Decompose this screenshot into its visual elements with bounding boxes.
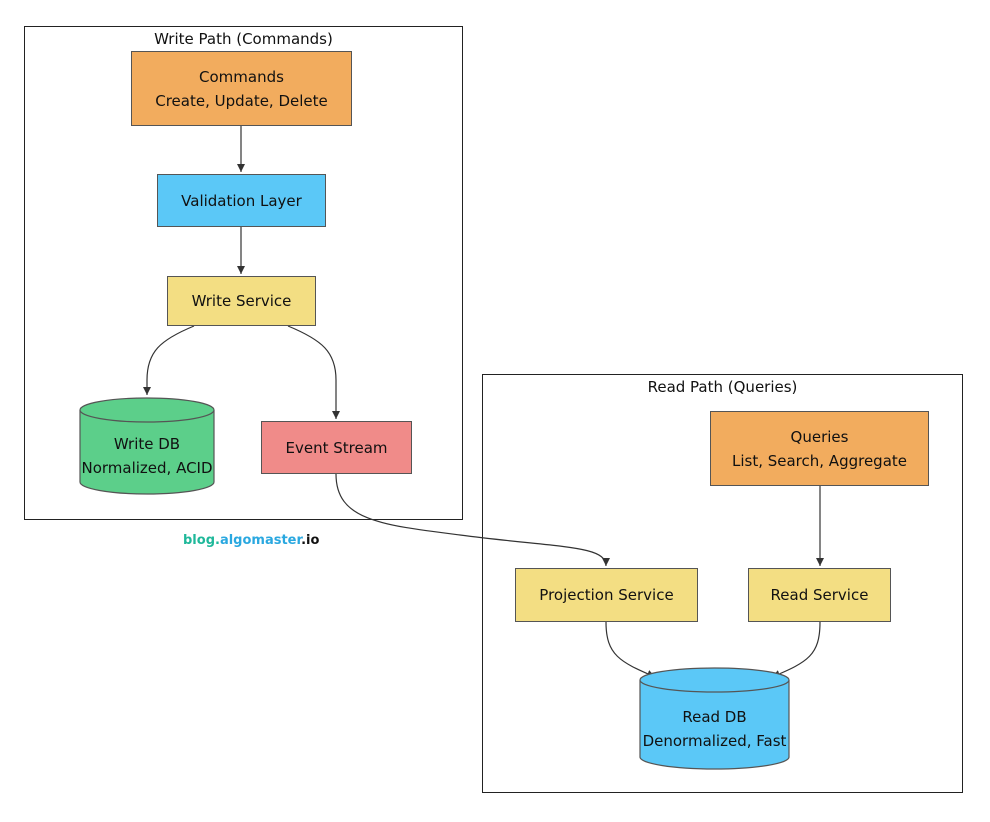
read-db-subtitle: Denormalized, Fast: [642, 732, 787, 750]
write-db-title: Write DB: [113, 435, 181, 453]
read-service-node: Read Service: [748, 568, 891, 622]
validation-layer-node: Validation Layer: [157, 174, 326, 227]
watermark: blog.algomaster.io: [183, 533, 319, 548]
watermark-part2: algomaster: [219, 533, 302, 548]
edge-event-stream-projection: [335, 473, 610, 567]
edge-write-service-write-db: [143, 325, 195, 395]
commands-node: Commands Create, Update, Delete: [131, 51, 352, 126]
write-db-shape: [79, 397, 215, 495]
queries-title: Queries: [790, 427, 849, 446]
read-db-title: Read DB: [682, 708, 747, 726]
watermark-part3: .io: [301, 533, 320, 548]
queries-subtitle: List, Search, Aggregate: [731, 451, 908, 470]
edge-read-service-read-db: [771, 621, 821, 678]
edge-projection-read-db: [605, 621, 656, 678]
event-stream-node: Event Stream: [261, 421, 412, 474]
projection-service-node: Projection Service: [515, 568, 698, 622]
write-db-cylinder: Write DB Normalized, ACID: [79, 397, 215, 495]
write-service-label: Write Service: [191, 292, 292, 310]
projection-service-label: Projection Service: [539, 586, 674, 604]
read-service-label: Read Service: [770, 586, 869, 604]
validation-layer-label: Validation Layer: [181, 191, 302, 210]
write-service-node: Write Service: [167, 276, 316, 326]
commands-subtitle: Create, Update, Delete: [155, 91, 328, 110]
watermark-part1: blog.: [183, 533, 220, 548]
read-db-cylinder: Read DB Denormalized, Fast: [639, 667, 790, 770]
read-db-shape: [639, 667, 790, 770]
event-stream-label: Event Stream: [285, 438, 388, 457]
read-path-title: Read Path (Queries): [647, 378, 798, 396]
queries-node: Queries List, Search, Aggregate: [710, 411, 929, 486]
write-db-subtitle: Normalized, ACID: [81, 459, 213, 477]
write-path-title: Write Path (Commands): [154, 30, 333, 48]
commands-title: Commands: [199, 67, 284, 86]
edge-write-service-event-stream: [287, 325, 340, 419]
